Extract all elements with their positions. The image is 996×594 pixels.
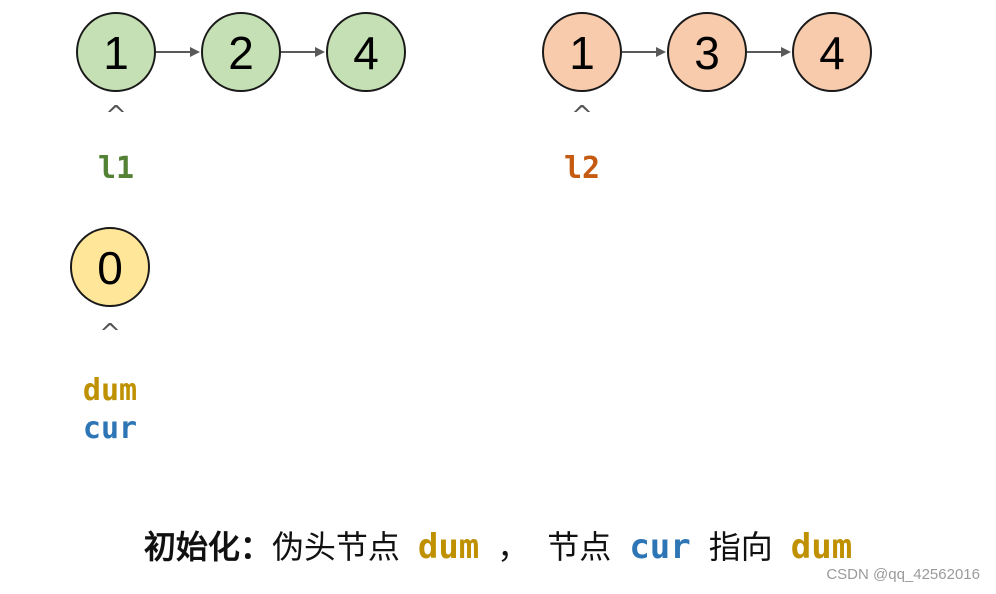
l2-node-1: 1: [542, 12, 622, 92]
l1-node-3: 4: [326, 12, 406, 92]
l2-node-2-value: 3: [694, 27, 720, 79]
caption-text-2: 节点: [547, 528, 612, 566]
l2-node-3-value: 4: [819, 27, 845, 79]
cur-pointer-label: cur: [83, 411, 137, 446]
l1-node-3-value: 4: [353, 27, 379, 79]
l2-node-2: 3: [667, 12, 747, 92]
dummy-caret: ^: [99, 319, 121, 349]
caption-code-cur: cur: [629, 527, 691, 567]
caption: 初始化：伪头节点 dum ， 节点 cur 指向 dum: [0, 522, 996, 568]
l2-pointer-label: l2: [564, 151, 600, 186]
caption-code-dum-1: dum: [417, 527, 480, 567]
list-1: 1 2 4 ^ l1: [76, 12, 406, 186]
caption-separator: ，: [497, 528, 530, 566]
list-2: 1 3 4 ^ l2: [542, 12, 872, 186]
dummy-node: 0: [70, 227, 150, 307]
caption-text-3: 指向: [708, 528, 773, 566]
caption-text-1: 伪头节点: [271, 528, 400, 566]
dummy-node-value: 0: [97, 242, 123, 294]
caption-heading: 初始化：: [143, 528, 272, 566]
l1-caret: ^: [105, 101, 127, 131]
l2-node-3: 4: [792, 12, 872, 92]
l1-pointer-label: l1: [98, 151, 134, 186]
dum-pointer-label: dum: [83, 373, 137, 408]
dummy-head: 0 ^ dum cur: [70, 227, 150, 446]
l1-node-1: 1: [76, 12, 156, 92]
watermark: CSDN @qq_42562016: [826, 566, 980, 583]
l1-node-1-value: 1: [103, 27, 129, 79]
l1-node-2: 2: [201, 12, 281, 92]
caption-code-dum-2: dum: [790, 527, 853, 567]
l2-node-1-value: 1: [569, 27, 595, 79]
l2-caret: ^: [571, 101, 593, 131]
l1-node-2-value: 2: [228, 27, 254, 79]
